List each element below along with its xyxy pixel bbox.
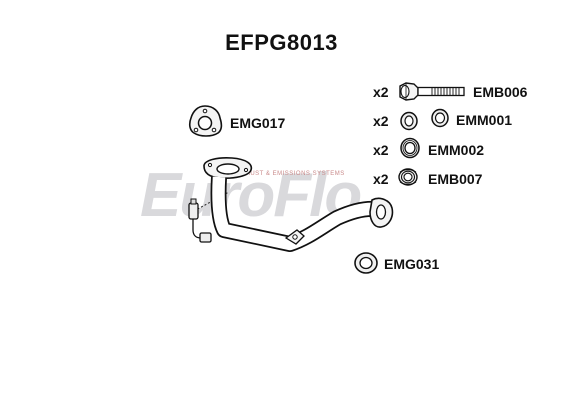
bolt-icon xyxy=(399,82,465,101)
mounting-ring-icon xyxy=(400,137,420,159)
mounting-rubber-icon xyxy=(400,108,449,131)
spring-icon xyxy=(398,168,418,186)
quantity-emb007: x2 xyxy=(373,171,389,187)
quantity-emm002: x2 xyxy=(373,142,389,158)
watermark-tagline: EXHAUST & EMISSIONS SYSTEMS xyxy=(232,171,345,177)
gasket-label-emg017: EMG017 xyxy=(230,115,286,131)
front-pipe-icon xyxy=(203,157,394,252)
quantity-emm001: x2 xyxy=(373,113,389,129)
gasket-label-emg031: EMG031 xyxy=(384,256,440,272)
part-number-title: EFPG8013 xyxy=(225,30,338,55)
part-label-emm001: EMM001 xyxy=(456,112,513,128)
quantity-emb006: x2 xyxy=(373,84,389,100)
part-label-emb007: EMB007 xyxy=(428,171,483,187)
part-label-emm002: EMM002 xyxy=(428,142,485,158)
flange-gasket-icon xyxy=(188,105,223,137)
ring-gasket-icon xyxy=(354,252,378,274)
part-label-emb006: EMB006 xyxy=(473,84,528,100)
